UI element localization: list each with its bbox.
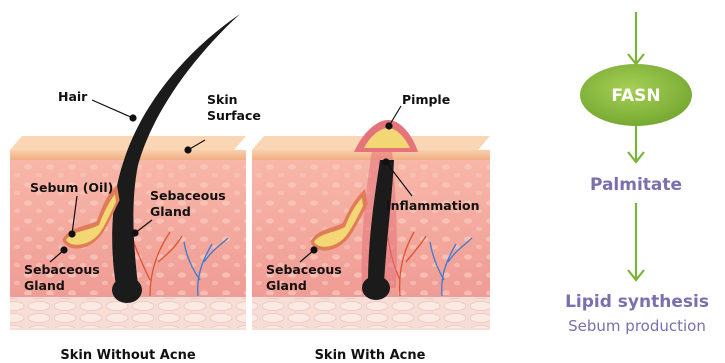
label-skin-surface-line2: Surface	[207, 108, 261, 123]
sebum-production-label: Sebum production	[568, 317, 706, 335]
skin-panel-no-acne: Hair Skin Surface Sebum (Oil) Sebaceous …	[10, 14, 261, 363]
fasn-label: FASN	[611, 86, 660, 106]
label-inflammation: Inflammation	[386, 198, 479, 213]
label-sebaceous-gland-line2: Gland	[266, 278, 307, 293]
palmitate-label: Palmitate	[590, 175, 682, 195]
label-skin-surface-line1: Skin	[207, 92, 238, 107]
label-sebaceous-gland-lower-line1: Sebaceous	[24, 262, 100, 277]
hair-bulb	[112, 277, 142, 303]
caption-skin-without-acne: Skin Without Acne	[60, 348, 195, 363]
label-sebaceous-gland-upper-line2: Gland	[150, 204, 191, 219]
label-sebum: Sebum (Oil)	[30, 180, 113, 195]
lipid-synthesis-label: Lipid synthesis	[565, 292, 709, 312]
label-hair: Hair	[58, 89, 88, 104]
label-sebaceous-gland-line1: Sebaceous	[266, 262, 342, 277]
hair-bulb	[362, 276, 390, 300]
label-pimple: Pimple	[402, 92, 450, 107]
label-sebaceous-gland-lower-line2: Gland	[24, 278, 65, 293]
fasn-pathway: FASN Palmitate Lipid synthesis Sebum pro…	[565, 12, 709, 335]
skin-panel-with-acne: Pimple Inflammation Sebaceous Gland Skin…	[252, 92, 490, 363]
fat-cells	[252, 298, 490, 328]
caption-skin-with-acne: Skin With Acne	[315, 348, 426, 363]
skin-top-face	[10, 136, 246, 150]
label-sebaceous-gland-upper-line1: Sebaceous	[150, 188, 226, 203]
